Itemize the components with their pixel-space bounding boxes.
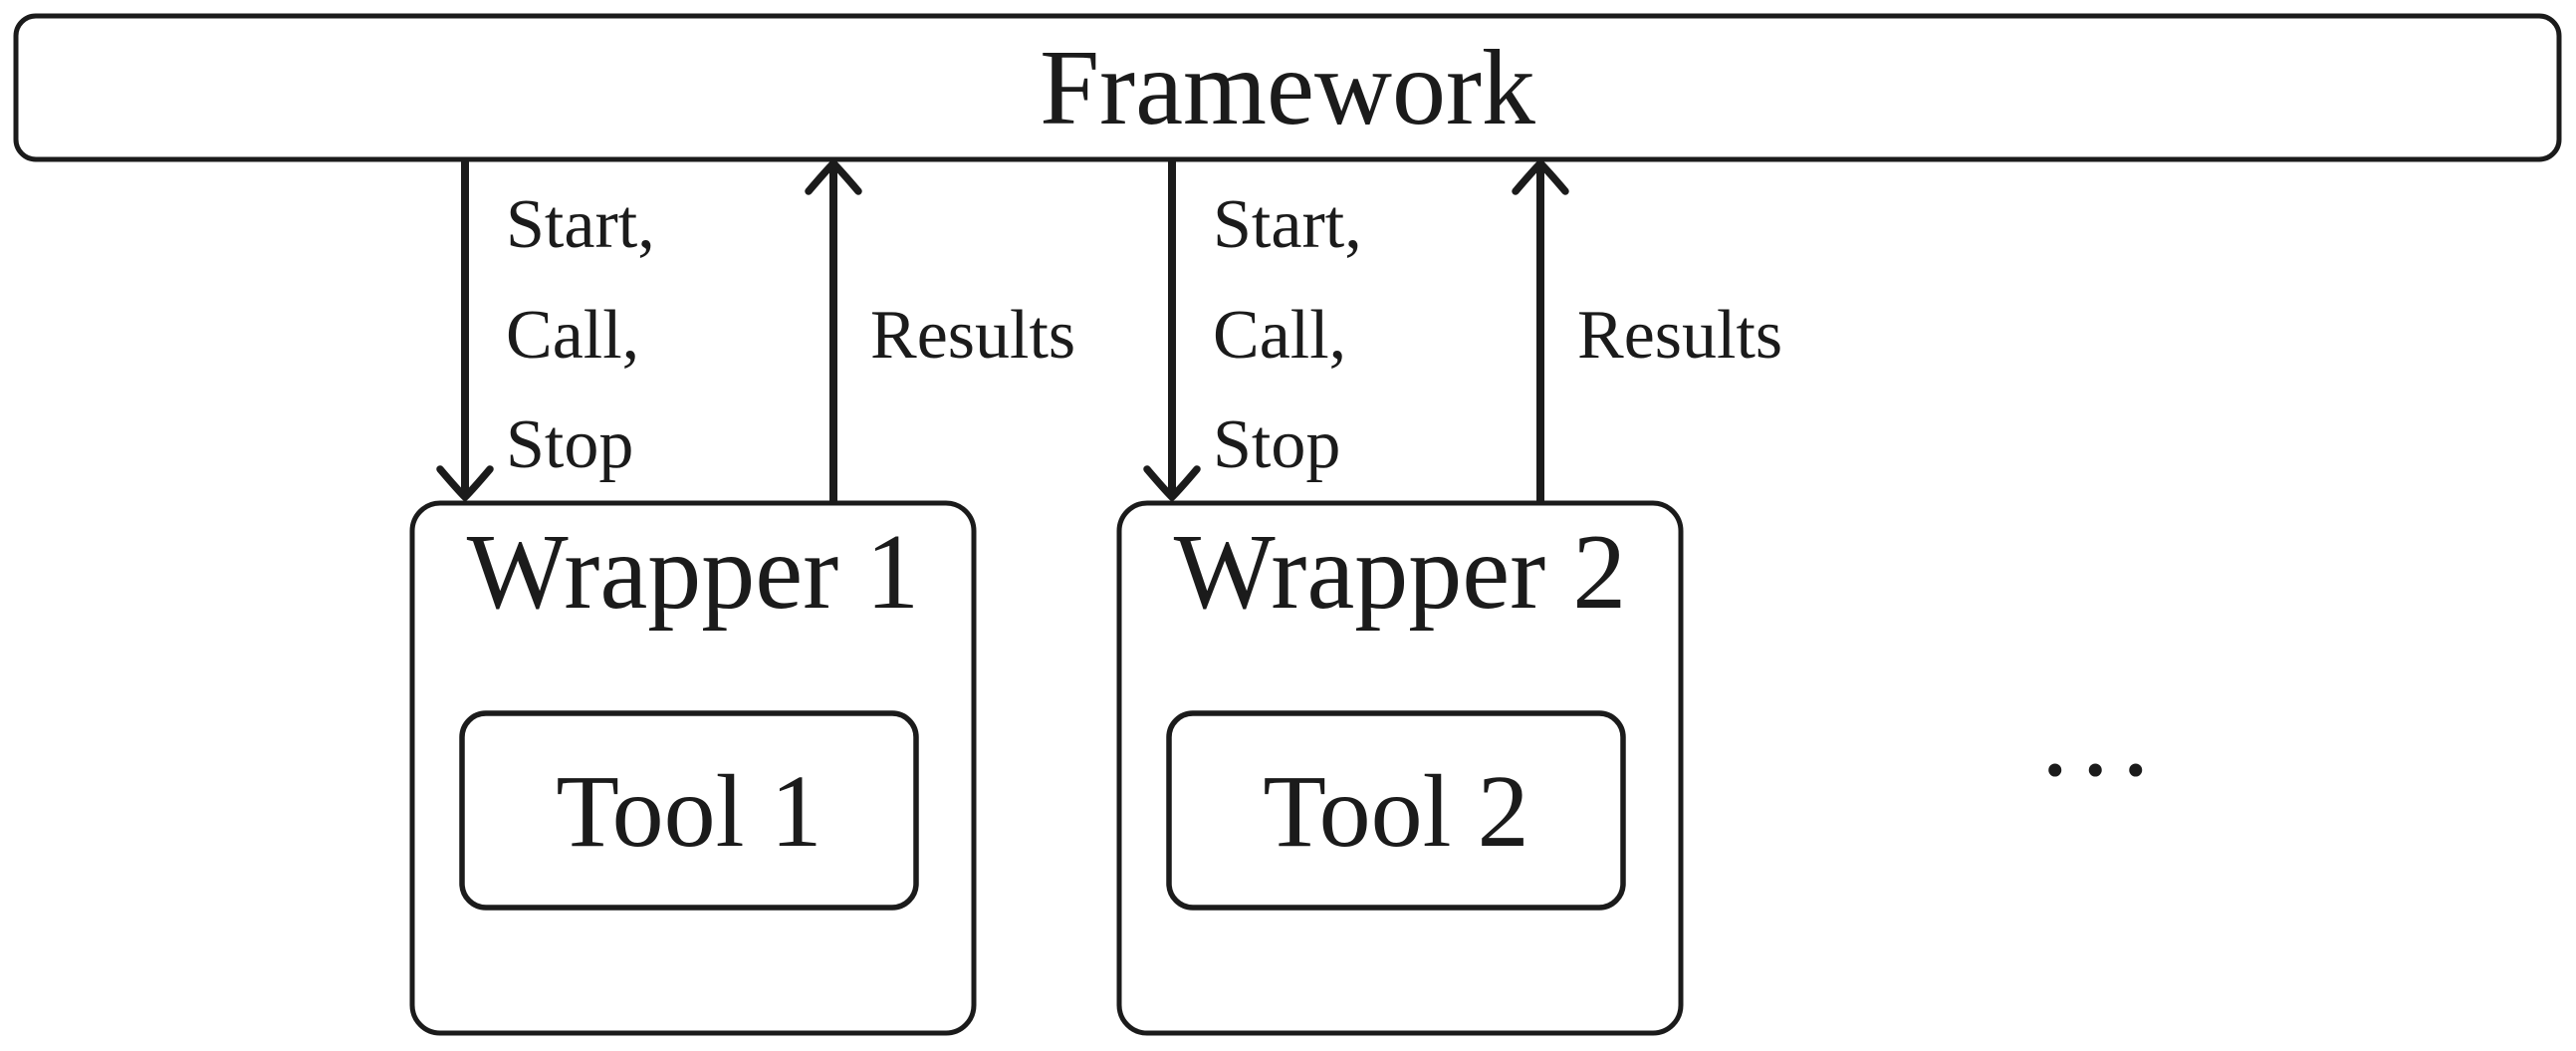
down-arrow-1-label-line-3: Stop bbox=[506, 406, 633, 483]
up-arrow-2-label: Results bbox=[1577, 297, 1782, 374]
wrapper-1-title: Wrapper 1 bbox=[467, 513, 919, 632]
down-arrow-2-label-line-1: Start, bbox=[1213, 186, 1362, 263]
down-arrow-2-label-line-3: Stop bbox=[1213, 406, 1340, 483]
down-arrow-2-label-line-2: Call, bbox=[1213, 297, 1346, 374]
down-arrow-1-label-line-1: Start, bbox=[506, 186, 655, 263]
down-arrow-1-label-line-2: Call, bbox=[506, 297, 639, 374]
framework-box bbox=[13, 13, 2562, 162]
wrapper-group-1: Start, Call, Stop Results Wrapper 1 Tool… bbox=[409, 159, 1075, 1036]
framework-label: Framework bbox=[1040, 29, 1535, 147]
wrapper-group-2: Start, Call, Stop Results Wrapper 2 Tool… bbox=[1116, 159, 1782, 1036]
tool-1-box bbox=[459, 710, 919, 911]
tool-2-label: Tool 2 bbox=[1263, 754, 1528, 869]
up-arrow-1-label: Results bbox=[870, 297, 1075, 374]
tool-1-label: Tool 1 bbox=[556, 754, 821, 869]
more-wrappers-ellipsis: ... bbox=[2041, 677, 2163, 799]
wrapper-2-title: Wrapper 2 bbox=[1174, 513, 1626, 632]
tool-2-box bbox=[1166, 710, 1626, 911]
